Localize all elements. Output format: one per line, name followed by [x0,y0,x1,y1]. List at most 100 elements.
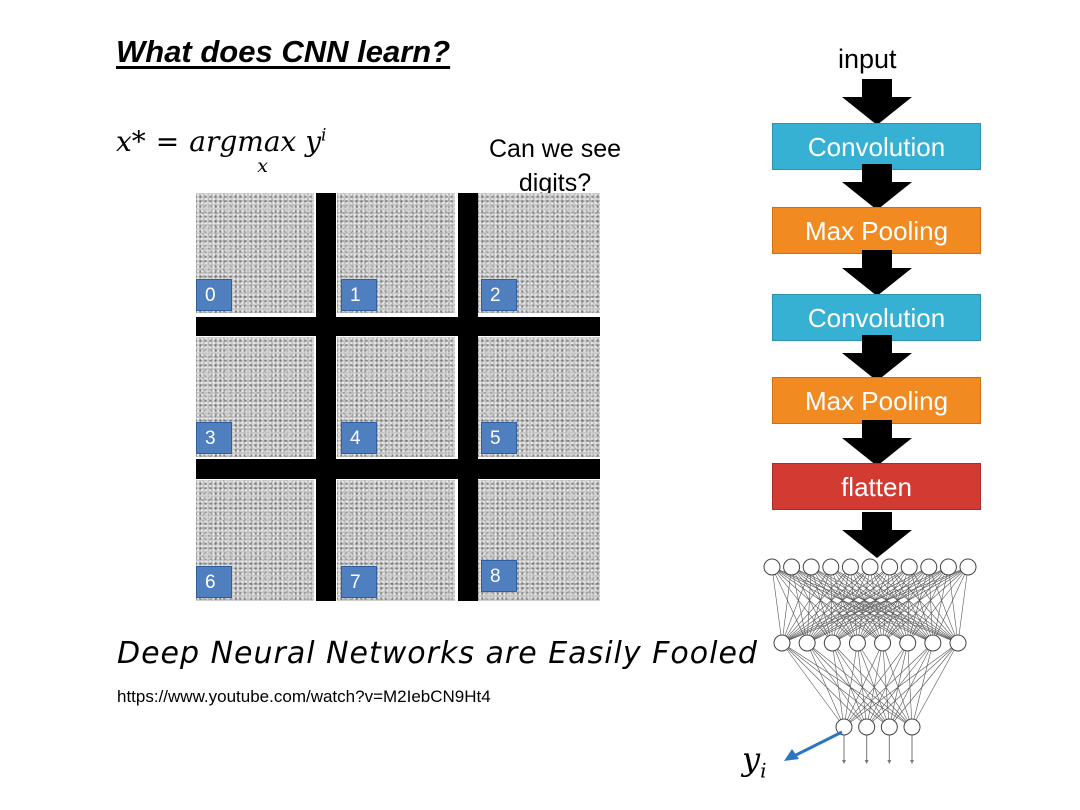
output-arrowhead [842,760,846,764]
network-neuron [848,634,866,652]
digit-label: 8 [481,560,517,592]
network-neuron [798,634,816,652]
grid-divider-horizontal [196,317,600,336]
network-connection [791,566,808,644]
network-neuron [874,634,892,652]
network-neuron [903,718,921,736]
network-connection [771,566,858,644]
network-connection [771,566,833,644]
network-connection [957,566,969,644]
network-connection [781,642,913,728]
network-connection [850,566,908,644]
network-connection [832,642,913,728]
network-connection [830,566,934,644]
network-connection [806,642,913,728]
digit-label: 6 [196,566,232,598]
network-connection [781,566,832,644]
network-connection [843,642,934,728]
network-connection [781,566,969,644]
network-connection [857,642,890,728]
digit-label: 3 [196,422,232,454]
network-neuron [880,718,898,736]
network-connection [882,642,913,728]
digit-label: 1 [341,279,377,311]
down-arrow-icon [842,512,912,558]
output-variable: yi [742,740,767,783]
network-connection [889,566,959,644]
network-connection [866,642,908,728]
network-neuron [822,558,840,576]
down-arrow-icon [842,420,912,466]
network-connection [810,566,858,644]
network-connection [781,566,812,644]
layer-convolution-2: Convolution [772,294,981,341]
network-connection [791,566,933,644]
network-connection [889,642,909,728]
down-arrow-icon [842,335,912,381]
network-connection [857,642,867,728]
network-neuron [861,558,879,576]
grid-divider-horizontal [196,459,600,479]
network-neuron [881,558,899,576]
network-neuron [949,634,967,652]
output-arrowhead [887,760,892,764]
formula-argmax-subscript: x [257,155,268,177]
network-connection [781,566,929,644]
layer-max-pooling-2: Max Pooling [772,377,981,424]
network-neuron [924,634,942,652]
network-connection [832,566,969,644]
network-connection [857,566,930,644]
network-connection [889,566,934,644]
network-connection [832,566,949,644]
digit-label: 2 [481,279,517,311]
network-neuron [783,558,801,576]
network-connection [857,642,913,728]
network-connection [889,642,959,728]
network-connection [771,566,933,644]
network-connection [850,566,858,644]
network-connection [948,566,959,644]
layer-max-pooling-1: Max Pooling [772,207,981,254]
network-connection [850,566,934,644]
network-connection [831,566,851,644]
network-connection [932,566,969,644]
network-connection [781,642,867,728]
network-connection [806,566,910,644]
formula-rhs-sup: i [321,125,327,146]
network-connection [843,642,908,728]
network-connection [806,566,832,644]
network-neuron [802,558,820,576]
output-arrowhead [910,760,914,764]
formula-equals: = [155,125,180,158]
network-connection [843,642,883,728]
network-connection [832,642,867,728]
network-connection [830,566,858,644]
network-connection [857,566,890,644]
formula-rhs-var: y [305,125,322,158]
slide-title: What does CNN learn? [116,34,451,69]
network-connection [830,566,959,644]
network-neuron [899,634,917,652]
network-connection [850,566,959,644]
network-connection [832,566,890,644]
network-connection [806,566,929,644]
network-connection [830,566,883,644]
network-connection [869,566,934,644]
network-neuron [773,634,791,652]
network-neuron [763,558,781,576]
digit-image-grid: 0 1 2 3 4 5 6 7 8 [196,193,600,601]
network-connection [889,642,934,728]
network-connection [771,566,808,644]
network-connection [811,566,908,644]
down-arrow-icon [842,79,912,125]
network-connection [781,566,871,644]
network-connection [781,566,910,644]
network-connection [806,566,871,644]
network-connection [781,642,845,728]
network-connection [771,566,783,644]
network-connection [882,566,930,644]
network-connection [882,642,890,728]
down-arrow-icon [842,250,912,296]
network-connection [771,566,883,644]
